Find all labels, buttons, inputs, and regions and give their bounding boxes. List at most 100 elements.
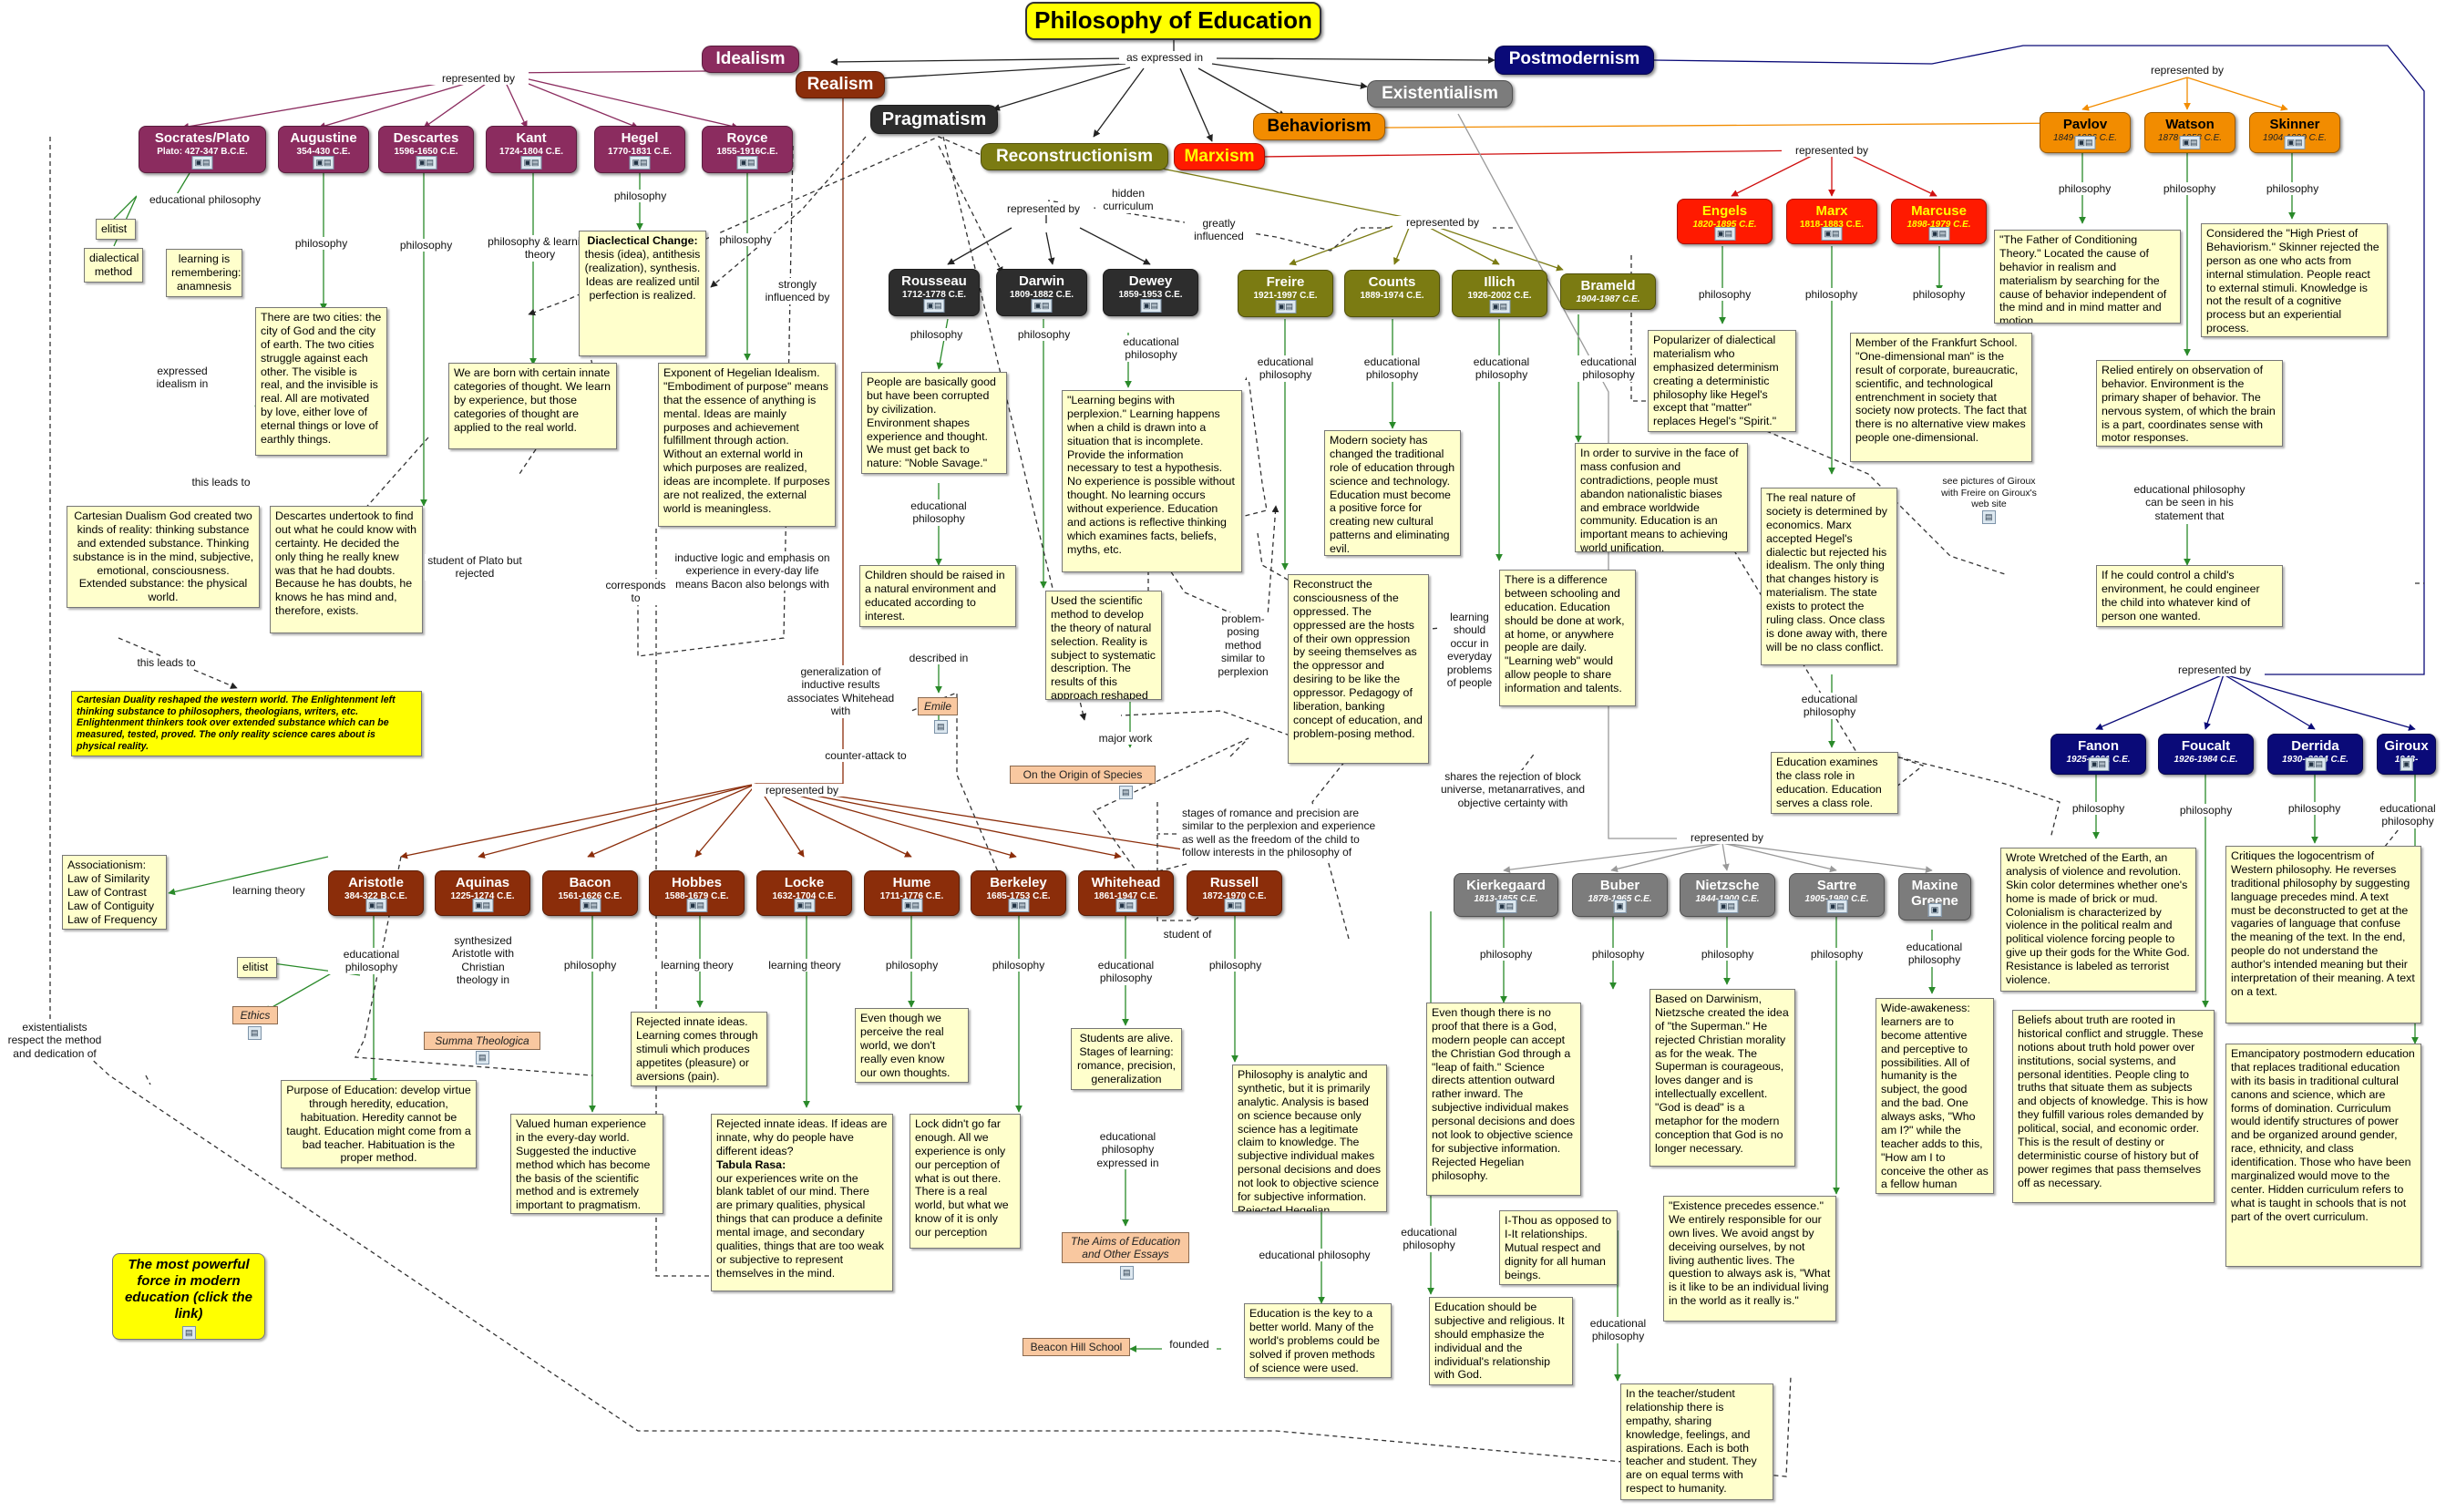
- resource-link-icon[interactable]: ▣▤: [1274, 300, 1297, 314]
- source-aims-of-education[interactable]: The Aims of Education and Other Essays: [1062, 1232, 1189, 1263]
- source-origin-of-species[interactable]: On the Origin of Species: [1010, 766, 1156, 784]
- person-watson[interactable]: Watson1878-1958 C.E.▣▤: [2144, 112, 2235, 153]
- person-maxine-greene[interactable]: Maxine Greene▣: [1898, 873, 1971, 921]
- note-most-powerful-force[interactable]: The most powerful force in modern educat…: [112, 1253, 265, 1340]
- person-name: Kant: [516, 130, 547, 146]
- resource-link-icon[interactable]: ▣▤: [923, 299, 945, 313]
- label-philosophy-sartre: philosophy: [1803, 948, 1871, 962]
- school-existentialism[interactable]: Existentialism: [1367, 80, 1513, 108]
- resource-link-icon[interactable]: ▣▤: [1716, 900, 1739, 913]
- source-emile[interactable]: Emile: [918, 697, 958, 715]
- resource-link-icon[interactable]: ▣: [2400, 757, 2413, 771]
- resource-link-icon[interactable]: ▣▤: [520, 156, 542, 170]
- resource-link-icon[interactable]: ▣▤: [191, 156, 213, 170]
- resource-link-icon[interactable]: ▣: [1927, 903, 1942, 917]
- school-reconstructionism[interactable]: Reconstructionism: [981, 143, 1168, 170]
- resource-link-icon[interactable]: ▣▤: [2179, 136, 2201, 149]
- source-beacon-hill-school[interactable]: Beacon Hill School: [1023, 1338, 1130, 1356]
- label-educational-philosophy-kierkegaard: educational philosophy: [1393, 1226, 1465, 1252]
- resource-link-icon[interactable]: ▤: [934, 720, 948, 734]
- resource-link-icon[interactable]: ▣▤: [1115, 899, 1137, 912]
- resource-link-icon[interactable]: ▣▤: [1139, 299, 1162, 313]
- resource-link-icon[interactable]: ▤: [1982, 510, 1996, 524]
- resource-link-icon[interactable]: ▣: [1613, 900, 1627, 913]
- resource-link-icon[interactable]: ▣▤: [1927, 227, 1950, 241]
- school-idealism[interactable]: Idealism: [702, 46, 799, 73]
- resource-link-icon[interactable]: ▣▤: [900, 899, 923, 912]
- person-giroux[interactable]: Giroux1943-▣: [2377, 734, 2436, 775]
- resource-link-icon[interactable]: ▤: [248, 1026, 262, 1040]
- label-learning-theory-aristotle: learning theory: [223, 884, 314, 898]
- label-hidden-curriculum: hidden curriculum: [1095, 187, 1161, 213]
- resource-link-icon[interactable]: ▣▤: [2074, 136, 2096, 149]
- school-behaviorism[interactable]: Behaviorism: [1253, 113, 1385, 140]
- resource-link-icon[interactable]: ▣▤: [2087, 757, 2110, 771]
- resource-link-icon[interactable]: ▣▤: [1713, 227, 1736, 241]
- source-ethics[interactable]: Ethics: [232, 1006, 278, 1024]
- resource-link-icon[interactable]: ▣▤: [365, 899, 387, 912]
- resource-link-icon[interactable]: ▣▤: [1007, 899, 1030, 912]
- source-summa-theologica[interactable]: Summa Theologica: [424, 1032, 540, 1050]
- resource-link-icon[interactable]: ▣▤: [471, 899, 494, 912]
- resource-link-icon[interactable]: ▣▤: [1031, 299, 1053, 313]
- resource-link-icon[interactable]: ▣▤: [415, 156, 437, 170]
- resource-link-icon[interactable]: ▣▤: [313, 156, 334, 170]
- resource-link-icon[interactable]: ▣▤: [629, 156, 651, 170]
- person-pavlov[interactable]: Pavlov1849-1936 C.E.▣▤: [2040, 112, 2131, 153]
- resource-link-icon[interactable]: ▤: [182, 1326, 196, 1340]
- school-postmodernism[interactable]: Postmodernism: [1495, 46, 1654, 75]
- source-title: On the Origin of Species: [1023, 768, 1143, 781]
- resource-link-icon[interactable]: ▣▤: [1223, 899, 1246, 912]
- resource-link-icon[interactable]: ▣▤: [579, 899, 601, 912]
- school-realism[interactable]: Realism: [796, 71, 885, 98]
- resource-link-icon[interactable]: ▣▤: [2304, 757, 2327, 771]
- resource-link-icon[interactable]: ▣▤: [1495, 900, 1517, 913]
- label-student-of-plato: student of Plato but rejected: [425, 554, 525, 581]
- resource-link-icon[interactable]: ▣▤: [1825, 900, 1848, 913]
- resource-link-icon[interactable]: ▤: [1120, 1266, 1134, 1280]
- resource-link-icon[interactable]: ▣▤: [793, 899, 816, 912]
- resource-link-icon[interactable]: ▤: [1119, 786, 1133, 799]
- resource-link-icon[interactable]: ▣▤: [1488, 300, 1511, 314]
- resource-link-icon[interactable]: ▣▤: [736, 156, 758, 170]
- school-marxism[interactable]: Marxism: [1174, 143, 1265, 170]
- person-fanon[interactable]: Fanon1925-1961 C.E.▣▤: [2050, 734, 2146, 775]
- resource-link-icon[interactable]: ▣▤: [1821, 227, 1843, 241]
- resource-link-icon[interactable]: ▣▤: [2284, 136, 2306, 149]
- person-skinner[interactable]: Skinner1904-1990 C.E.▣▤: [2249, 112, 2340, 153]
- school-pragmatism[interactable]: Pragmatism: [870, 105, 998, 134]
- resource-link-icon[interactable]: ▤: [476, 1051, 489, 1065]
- resource-link-icon[interactable]: ▣▤: [685, 899, 708, 912]
